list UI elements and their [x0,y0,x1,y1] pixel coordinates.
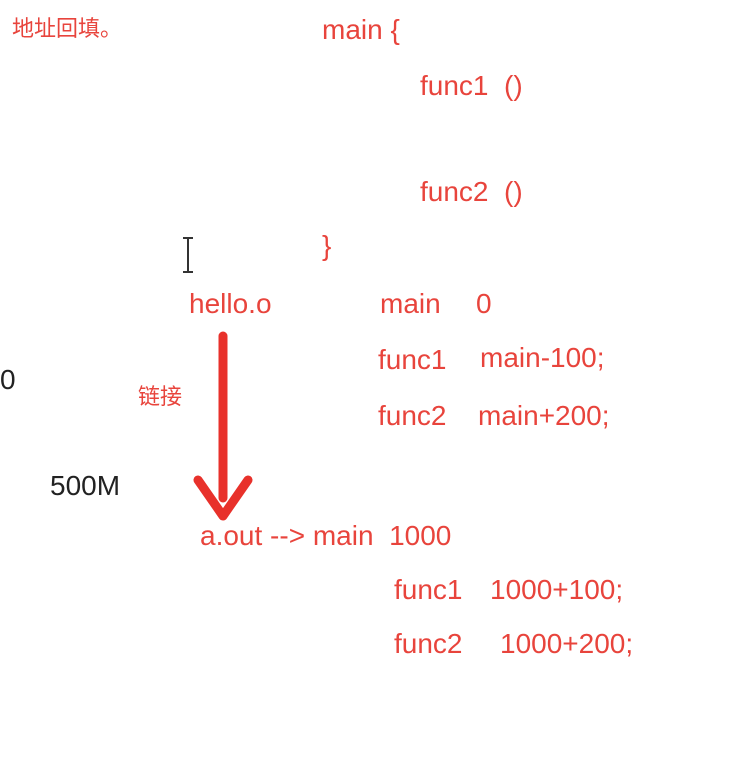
object-address-main: 0 [476,288,492,319]
object-address-func2: main+200; [478,400,610,431]
object-symbol-main: main [380,288,441,319]
source-call-func1: func1 () [420,70,523,101]
object-address-func1: main-100; [480,342,605,373]
label-500m: 500M [50,470,121,501]
label-zero: 0 [0,364,16,395]
executable-symbol-func1: func1 [394,574,463,605]
object-symbol-func2: func2 [378,400,447,431]
object-file-name: hello.o [189,288,272,319]
executable-address-func2: 1000+200; [500,628,634,659]
arrow-down-icon [193,331,253,521]
executable-symbol-func2: func2 [394,628,463,659]
executable-main-line: a.out --> main 1000 [200,520,452,551]
executable-address-func1: 1000+100; [490,574,624,605]
source-main-open: main { [322,14,400,45]
source-main-close: } [322,230,332,261]
heading-address-backfill: 地址回填。 [12,16,123,41]
link-label: 链接 [138,384,183,409]
object-symbol-func1: func1 [378,344,447,375]
source-call-func2: func2 () [420,176,523,207]
text-cursor-icon [183,237,193,273]
